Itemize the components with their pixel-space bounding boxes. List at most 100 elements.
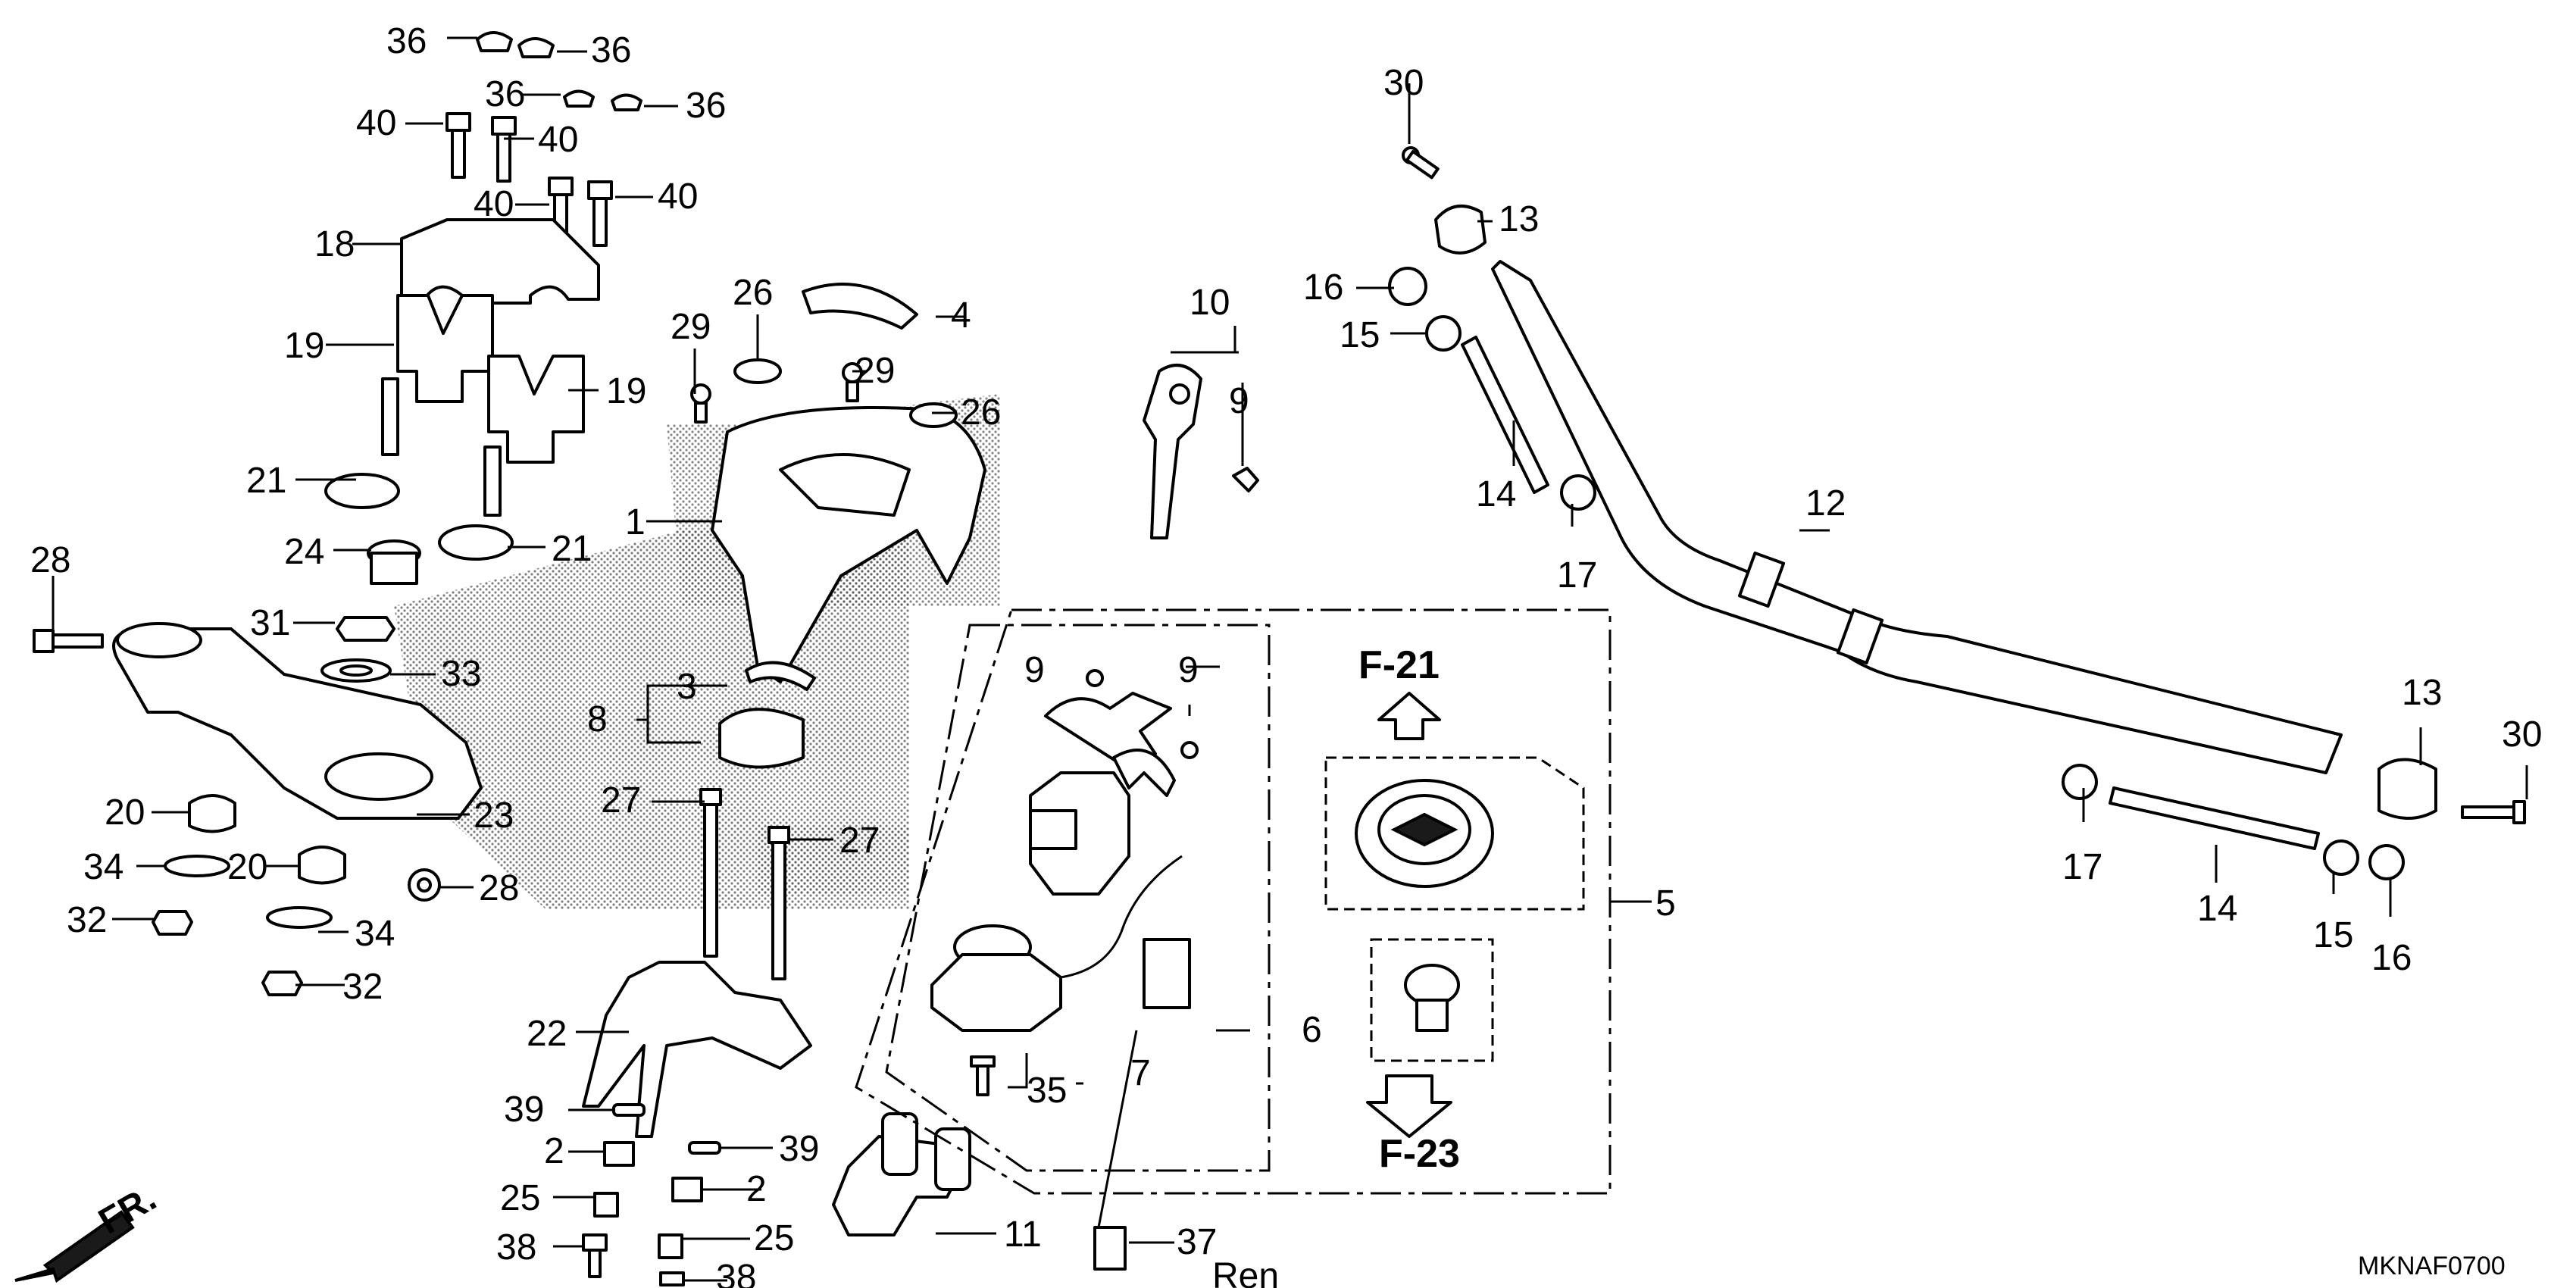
callout-32: 32 [342,967,383,1007]
pins-39-nuts-2 [603,1103,721,1202]
bolt-28-left [33,629,104,653]
callout-40: 40 [356,103,396,143]
callout-26: 26 [961,392,1001,433]
callouts: 36 36 36 36 40 40 40 40 18 19 19 21 21 2… [30,21,2542,1288]
arrow-down-icon [1366,1074,1452,1138]
callout-40: 40 [658,177,698,217]
callout-2: 2 [746,1169,767,1209]
callout-26: 26 [733,273,773,313]
cap-nuts-36 [476,31,642,111]
callout-17: 17 [1557,555,1597,596]
callout-28: 28 [479,868,519,908]
callout-7: 7 [1130,1053,1151,1093]
callout-35: 35 [1027,1071,1067,1111]
callout-28: 28 [30,540,70,580]
callout-34: 34 [83,847,123,887]
callout-29: 29 [855,351,895,391]
ref-label-up: F-21 [1358,643,1440,687]
upper-holder-18 [400,218,600,305]
callout-20: 20 [227,847,267,887]
callout-17: 17 [2062,847,2102,887]
cut-off-text: Ren [1212,1256,1279,1288]
callout-6: 6 [1302,1010,1322,1050]
bracket-22 [582,961,812,1138]
callout-39: 39 [504,1089,544,1130]
callout-30: 30 [2502,714,2542,755]
callout-5: 5 [1655,883,1676,924]
callout-16: 16 [1303,267,1343,308]
bolts-40 [445,112,613,247]
cover-1 [711,406,986,683]
callout-34: 34 [355,914,395,954]
callout-36: 36 [591,30,631,70]
callout-27: 27 [839,821,880,861]
key-10 [1143,364,1259,539]
weights-13 [1434,205,2437,820]
collar-3-clamp-8 [718,661,816,769]
rods-14 [1461,336,2320,850]
callout-1: 1 [625,502,646,542]
callout-37: 37 [1177,1222,1217,1262]
callout-38: 38 [496,1227,536,1268]
callout-24: 24 [284,532,324,572]
callout-21: 21 [246,461,286,501]
cushions-20 [188,794,346,885]
callout-13: 13 [2402,673,2442,713]
callout-20: 20 [105,792,145,833]
lock-cylinder-7 [930,855,1191,1096]
callout-11: 11 [1004,1215,1042,1255]
callout-19: 19 [606,371,646,411]
rubbers-21 [324,473,514,561]
callout-21: 21 [552,529,592,569]
callout-36: 36 [686,86,726,126]
callout-25: 25 [754,1218,794,1258]
callout-33: 33 [441,654,481,694]
callout-19: 19 [284,326,324,366]
callout-9: 9 [1229,381,1249,421]
callout-29: 29 [671,307,711,347]
callout-40: 40 [538,120,578,160]
nuts-32 [152,910,303,996]
ignition-switch-6 [1029,669,1199,896]
callout-30: 30 [1383,63,1424,103]
lower-holder-19 [381,294,585,517]
callout-25: 25 [500,1178,540,1218]
callout-36: 36 [386,21,427,61]
callout-14: 14 [2197,889,2237,929]
callout-12: 12 [1805,483,1846,524]
fuel-cap-inset [1324,756,1585,1062]
leader-lines [52,36,2528,1282]
callout-23: 23 [474,796,514,836]
callout-4: 4 [951,295,971,336]
callout-3: 3 [677,667,697,707]
nut-24 [367,539,421,585]
base-11 [832,1112,971,1236]
callout-36: 36 [485,74,525,114]
arrow-up-icon [1377,692,1441,740]
grommets-26 [733,358,958,428]
diagram-code: MKNAF0700 [2358,1252,2506,1280]
ref-label-down: F-23 [1379,1132,1460,1176]
callout-22: 22 [527,1014,567,1054]
outline-6 [885,624,1271,1172]
long-bolts-27 [699,788,790,980]
callout-8: 8 [587,699,608,739]
callout-32: 32 [67,900,107,940]
callout-14: 14 [1476,474,1516,514]
callout-15: 15 [2313,915,2353,955]
nut-28-lower [408,868,441,902]
cap-37 [1093,1226,1127,1271]
callout-15: 15 [1340,315,1380,355]
callout-10: 10 [1190,283,1230,323]
washers-34 [164,855,333,929]
callout-31: 31 [250,603,290,643]
outline-5 [855,608,1612,1195]
callout-40: 40 [474,184,514,224]
callout-9: 9 [1178,650,1199,690]
clips-25-bolts-38 [582,1192,685,1286]
handlebar-12 [1491,260,2343,774]
callout-39: 39 [779,1129,819,1169]
callout-27: 27 [601,780,641,821]
front-arrow-icon [14,1210,135,1283]
